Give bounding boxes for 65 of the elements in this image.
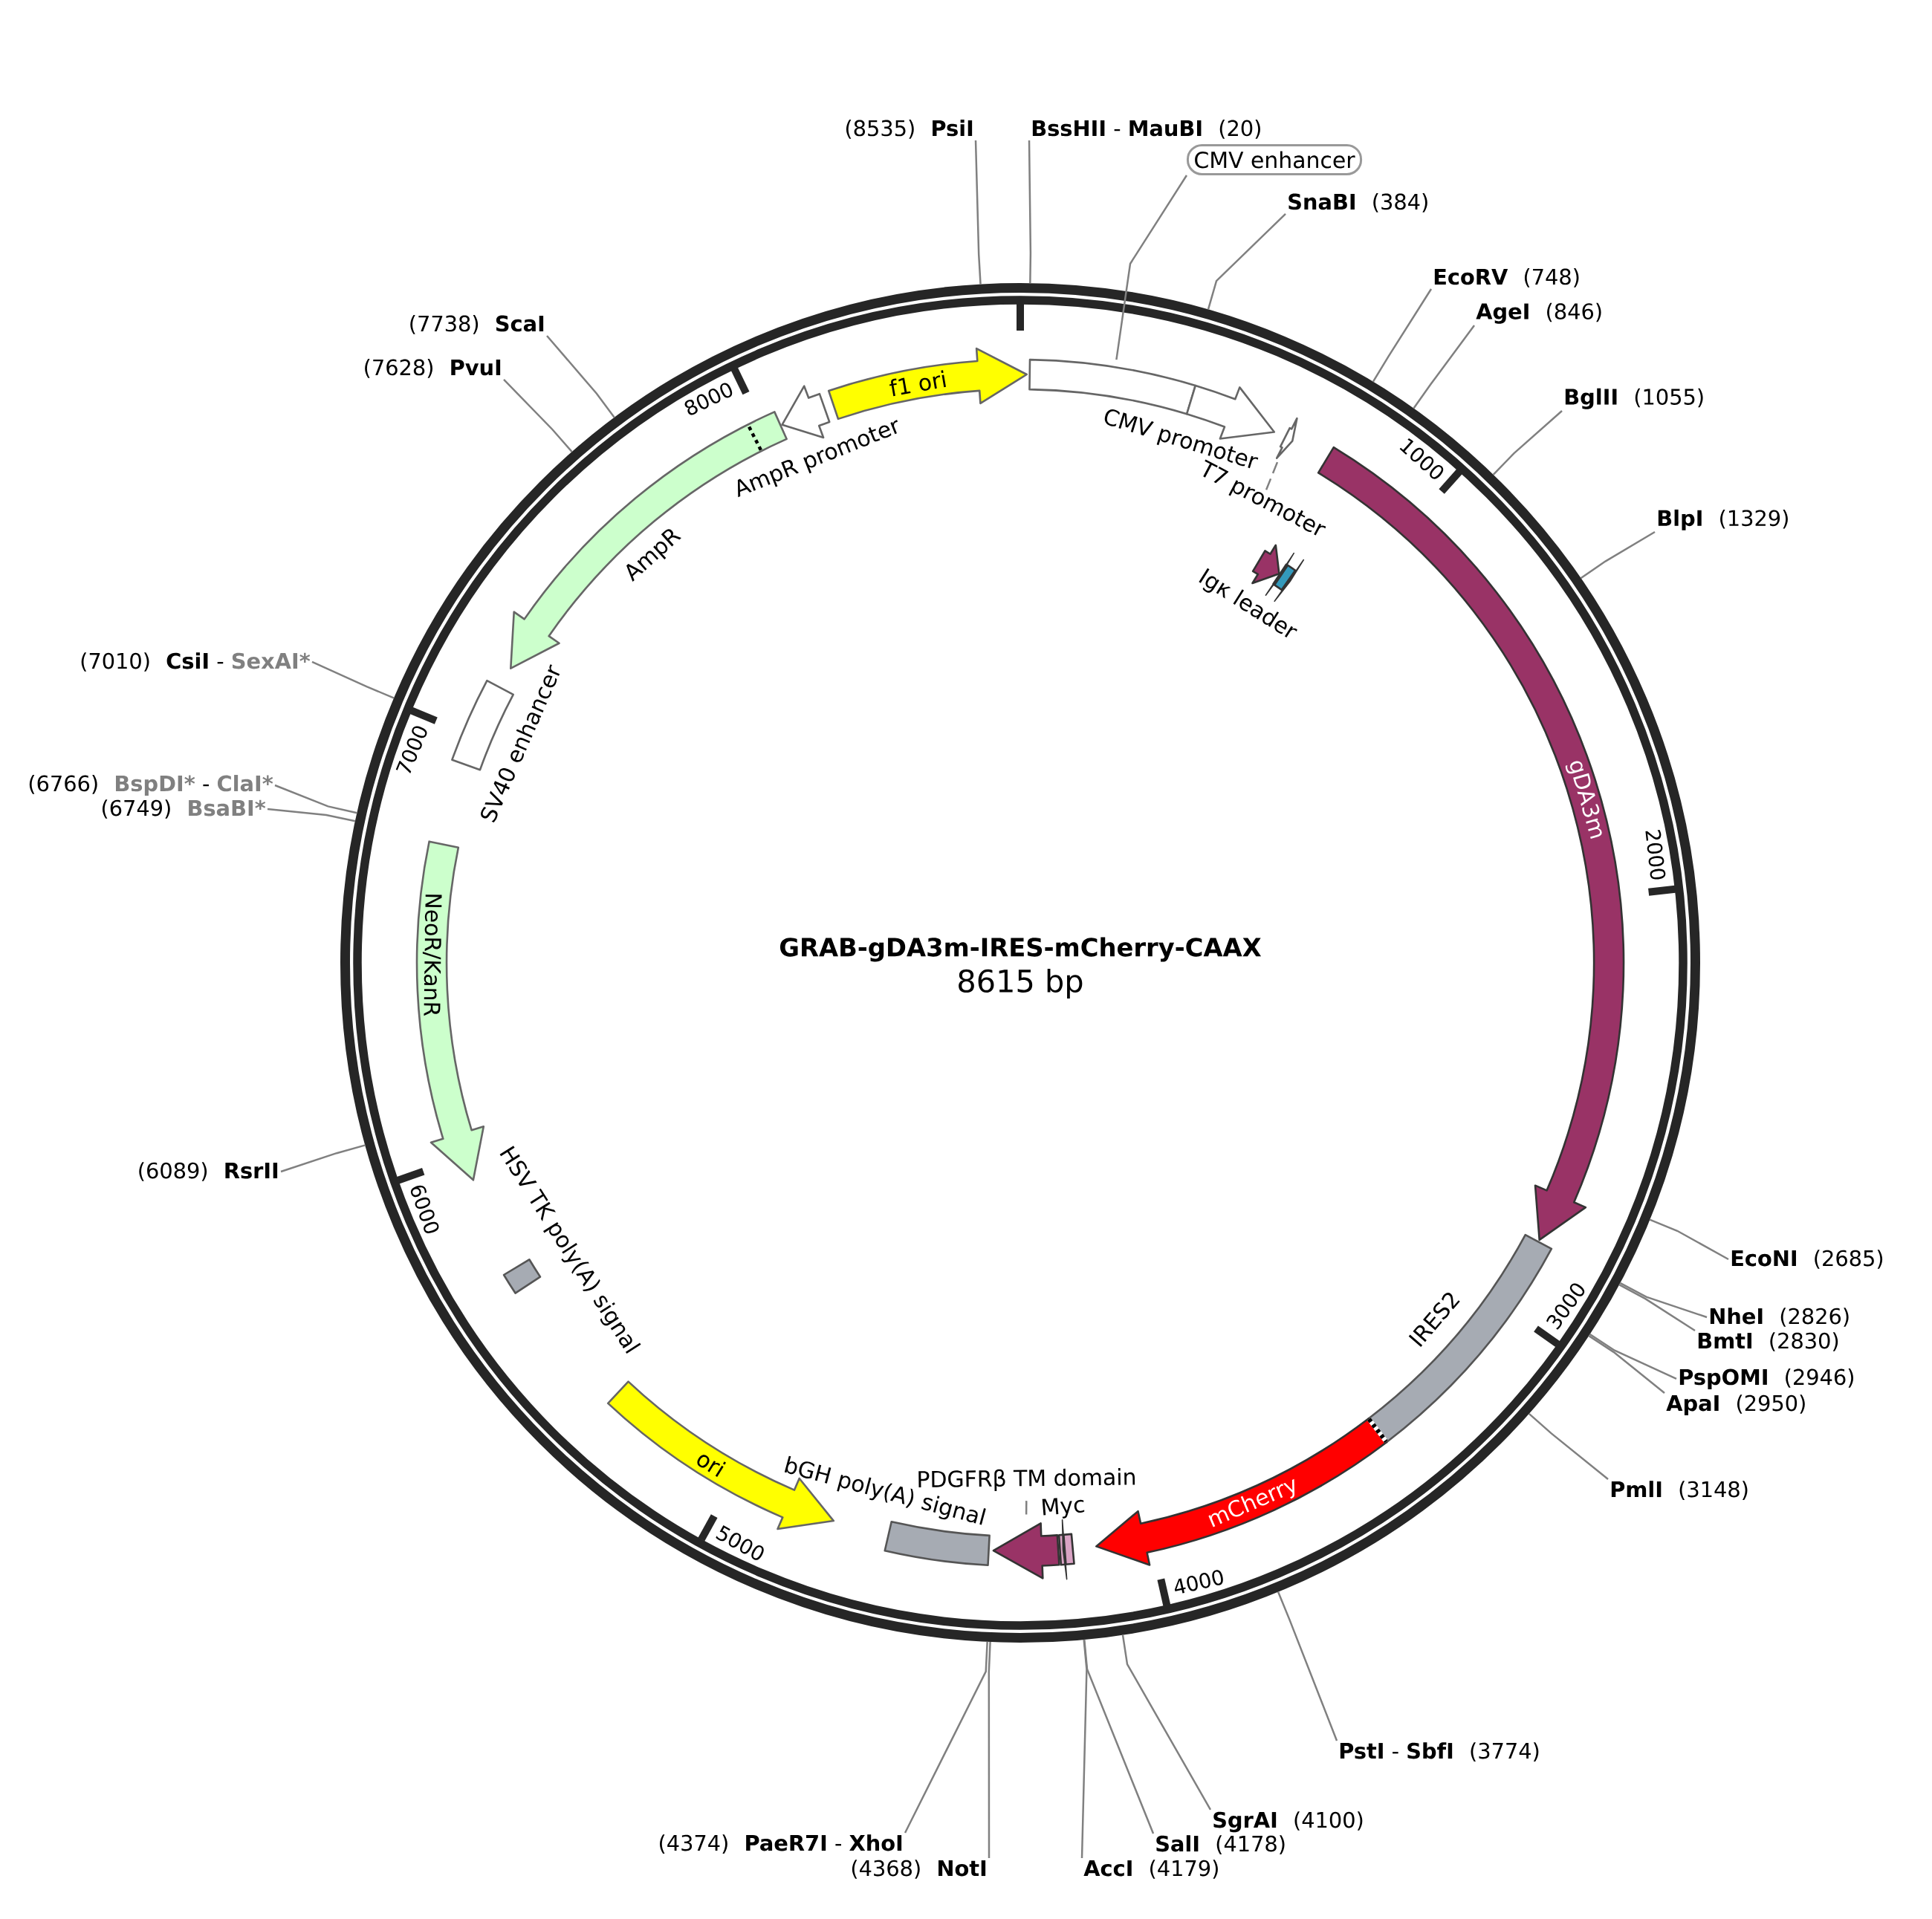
leader-line xyxy=(1649,1218,1729,1261)
leader-line xyxy=(1080,1639,1088,1859)
site-label: (7738) ScaI xyxy=(410,315,544,334)
leader-line xyxy=(988,1642,991,1858)
leader-line xyxy=(1580,530,1656,579)
site-label: (6749) BsaBI* xyxy=(102,799,266,819)
site-label: (7628) PvuI xyxy=(365,359,501,378)
site-label: PmlI (3148) xyxy=(1611,1481,1748,1500)
site-label: SgrAI (4100) xyxy=(1213,1811,1363,1833)
leader-line xyxy=(904,1641,988,1834)
leader-line xyxy=(1492,410,1563,475)
leader-line xyxy=(1115,175,1187,360)
leader-line xyxy=(1618,1284,1696,1332)
site-label: PspOMI (2946) xyxy=(1679,1368,1853,1389)
leader-line xyxy=(1121,1634,1212,1811)
feature-band xyxy=(992,1522,1060,1579)
site-label: EcoNI (2685) xyxy=(1731,1250,1883,1269)
leader-line xyxy=(1413,325,1475,409)
plasmid-name: GRAB-gDA3m-IRES-mCherry-CAAX xyxy=(779,937,1262,962)
feature-band: f1 ori xyxy=(827,347,1028,421)
leader-line xyxy=(1025,1501,1028,1515)
leader-line xyxy=(503,379,573,452)
leader-line xyxy=(1588,1334,1665,1394)
site-label: AgeI (846) xyxy=(1476,302,1601,324)
site-label: ApaI (2950) xyxy=(1666,1394,1805,1416)
leader-line xyxy=(1028,140,1032,284)
leader-line xyxy=(1619,1282,1708,1319)
tick-label: 8000 xyxy=(684,383,733,415)
site-label: SnaBI (384) xyxy=(1288,193,1427,212)
plasmid-length: 8615 bp xyxy=(959,968,1083,999)
leader-line xyxy=(974,140,982,285)
feature-band: NeoR/KanR xyxy=(415,840,485,1181)
feature-band xyxy=(1275,417,1298,459)
site-label: (7010) CsiI - SexAI* xyxy=(81,652,311,672)
site-label: (4374) PaeR7I - XhoI xyxy=(660,1834,902,1854)
tick-label: 7000 xyxy=(395,726,427,773)
feature-mark xyxy=(1061,1519,1068,1580)
feature-callout: CMV enhancer xyxy=(1186,144,1363,175)
site-label: NheI (2826) xyxy=(1710,1308,1849,1327)
site-label: BlpI (1329) xyxy=(1658,509,1788,530)
leader-line xyxy=(1589,1333,1677,1380)
leader-line xyxy=(1528,1412,1609,1480)
site-label: (8535) PsiI xyxy=(846,120,973,139)
leader-line xyxy=(546,335,615,418)
site-label: (6089) RsrII xyxy=(139,1162,278,1181)
site-label: SalI (4178) xyxy=(1156,1835,1285,1854)
site-label: BglII (1055) xyxy=(1565,388,1703,409)
site-label: (4368) NotI xyxy=(852,1860,986,1879)
feature-label: Myc xyxy=(1042,1498,1085,1519)
leader-line xyxy=(1083,1639,1155,1834)
leader-line xyxy=(274,784,357,814)
tick-label: 6000 xyxy=(410,1185,439,1233)
site-label: AccI (4179) xyxy=(1083,1860,1218,1879)
leader-line xyxy=(311,660,395,699)
leader-line xyxy=(1372,288,1433,383)
site-label: BmtI (2830) xyxy=(1698,1332,1838,1351)
site-label: BssHII - MauBI (20) xyxy=(1032,120,1260,139)
site-label: EcoRV (748) xyxy=(1434,268,1579,288)
leader-line xyxy=(1277,1591,1338,1741)
leader-line xyxy=(280,1144,366,1173)
site-label: (6766) BspDI* - ClaI* xyxy=(29,775,273,796)
tick-label: 2000 xyxy=(1645,830,1666,880)
site-label: PstI - SbfI (3774) xyxy=(1340,1742,1539,1761)
leader-line xyxy=(1207,213,1286,310)
leader-line xyxy=(267,808,356,822)
